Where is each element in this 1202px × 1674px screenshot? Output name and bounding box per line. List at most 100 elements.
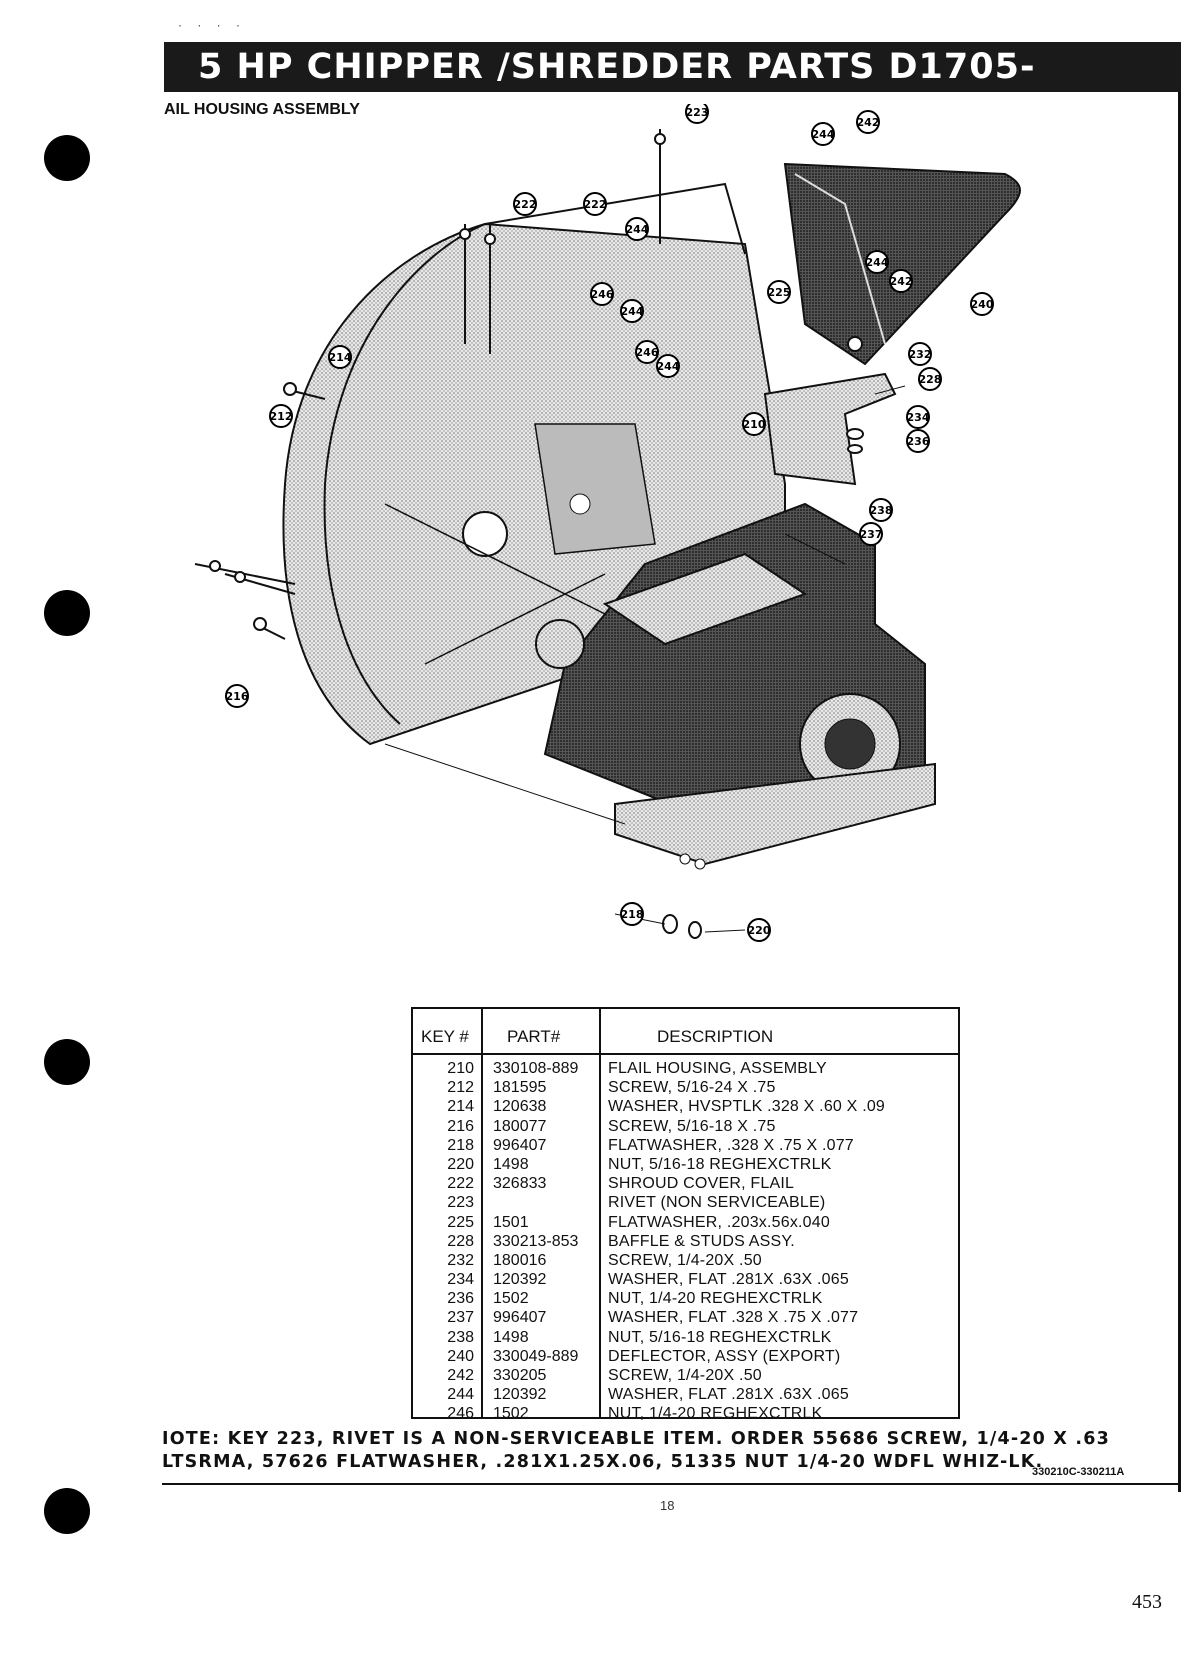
callout-246a: 246: [590, 282, 614, 306]
cell-key: 223: [447, 1194, 474, 1212]
callout-234: 234: [906, 405, 930, 429]
cell-key: 232: [447, 1251, 474, 1269]
cell-key: 238: [447, 1328, 474, 1346]
svg-text:246: 246: [591, 288, 614, 301]
cell-part: 330049-889: [493, 1347, 579, 1365]
cell-key: 222: [447, 1175, 474, 1193]
cell-description: SCREW, 5/16-24 X .75: [608, 1079, 776, 1097]
callout-236: 236: [906, 429, 930, 453]
cell-description: SHROUD COVER, FLAIL: [608, 1175, 795, 1193]
callout-240: 240: [970, 292, 994, 316]
cell-part: 1498: [493, 1328, 529, 1346]
svg-text:223: 223: [686, 106, 709, 119]
column-divider: [481, 1009, 483, 1417]
svg-text:240: 240: [971, 298, 994, 311]
svg-text:212: 212: [270, 410, 293, 423]
page-title: 5 HP CHIPPER /SHREDDER PARTS D1705-100&1…: [164, 42, 1181, 137]
svg-text:246: 246: [636, 346, 659, 359]
callout-232: 232: [908, 342, 932, 366]
footnote-line-2: LTSRMA, 57626 FLATWASHER, .281X1.25X.06,…: [162, 1452, 1044, 1472]
table-row: 222 326833 SHROUD COVER, FLAIL: [413, 1174, 958, 1193]
callout-222a: 222: [513, 192, 537, 216]
drawing-code: 330210C-330211A: [1032, 1466, 1125, 1478]
callout-242a: 242: [856, 110, 880, 134]
cell-key: 212: [447, 1079, 474, 1097]
cell-part: 330213-853: [493, 1232, 579, 1250]
cell-part: 1501: [493, 1213, 529, 1231]
page-frame: [164, 42, 1181, 1492]
cell-key: 237: [447, 1309, 474, 1327]
page-number: 453: [1132, 1591, 1162, 1613]
callout-228: 228: [918, 367, 942, 391]
cell-description: WASHER, FLAT .281X .63X .065: [608, 1386, 849, 1404]
scan-specks: · · · ·: [178, 18, 246, 32]
cell-description: NUT, 1/4-20 REGHEXCTRLK: [608, 1405, 823, 1423]
cell-description: BAFFLE & STUDS ASSY.: [608, 1232, 795, 1250]
callout-225: 225: [767, 280, 791, 304]
binder-hole-3: [44, 1039, 90, 1085]
cell-key: 225: [447, 1213, 474, 1231]
svg-text:244: 244: [866, 256, 889, 269]
cell-part: 330205: [493, 1367, 547, 1384]
cell-part: 330108-889: [493, 1060, 579, 1077]
svg-text:228: 228: [919, 373, 942, 386]
svg-text:220: 220: [748, 924, 771, 937]
cell-key: 214: [447, 1098, 474, 1116]
cell-key: 236: [447, 1290, 474, 1308]
cell-part: 1502: [493, 1290, 529, 1308]
cell-description: NUT, 5/16-18 REGHEXCTRLK: [608, 1155, 832, 1173]
binder-hole-4: [44, 1488, 90, 1534]
exploded-parts-diagram: 223 222 222 244 242 244 246 244 246 244 …: [194, 104, 1021, 942]
svg-text:210: 210: [743, 418, 766, 431]
cell-part: 326833: [493, 1175, 547, 1193]
svg-text:222: 222: [514, 198, 537, 211]
svg-text:244: 244: [621, 305, 644, 318]
svg-text:214: 214: [329, 351, 352, 364]
footnote-line-1: IOTE: KEY 223, RIVET IS A NON-SERVICEABL…: [162, 1429, 1110, 1449]
cell-description: NUT, 1/4-20 REGHEXCTRLK: [608, 1290, 823, 1308]
svg-text:242: 242: [890, 275, 913, 288]
callout-210: 210: [742, 412, 766, 436]
callout-244b: 244: [625, 217, 649, 241]
cell-part: 1502: [493, 1405, 529, 1423]
engine-drawing: [535, 502, 936, 870]
callout-244c: 244: [620, 299, 644, 323]
cell-description: WASHER, FLAT .328 X .75 X .077: [608, 1309, 859, 1327]
leader-lines: [384, 385, 906, 933]
cell-part: 180077: [493, 1117, 547, 1135]
callout-216: 216: [225, 684, 249, 708]
svg-text:237: 237: [860, 528, 883, 541]
footer-rule: [162, 1483, 1179, 1485]
cell-description: WASHER, HVSPTLK .328 X .60 X .09: [608, 1098, 886, 1116]
cell-part: 996407: [493, 1309, 547, 1327]
callout-212: 212: [269, 404, 293, 428]
cell-key: 210: [447, 1060, 474, 1077]
cell-description: FLAIL HOUSING, ASSEMBLY: [608, 1060, 827, 1077]
svg-text:232: 232: [909, 348, 932, 361]
header-key: KEY #: [421, 1027, 469, 1046]
cell-key: 244: [447, 1386, 474, 1404]
callout-238: 238: [869, 498, 893, 522]
svg-text:244: 244: [626, 223, 649, 236]
callout-244d: 244: [656, 354, 680, 378]
svg-text:222: 222: [584, 198, 607, 211]
svg-text:244: 244: [657, 360, 680, 373]
callout-218: 218: [620, 902, 644, 926]
column-divider: [599, 1009, 601, 1417]
cell-description: RIVET (NON SERVICEABLE): [608, 1194, 826, 1212]
cell-description: SCREW, 1/4-20X .50: [608, 1367, 762, 1384]
callout-223: 223: [685, 104, 709, 124]
table-row: 237 996407 WASHER, FLAT .328 X .75 X .077: [413, 1308, 958, 1327]
header-part: PART#: [507, 1027, 561, 1046]
